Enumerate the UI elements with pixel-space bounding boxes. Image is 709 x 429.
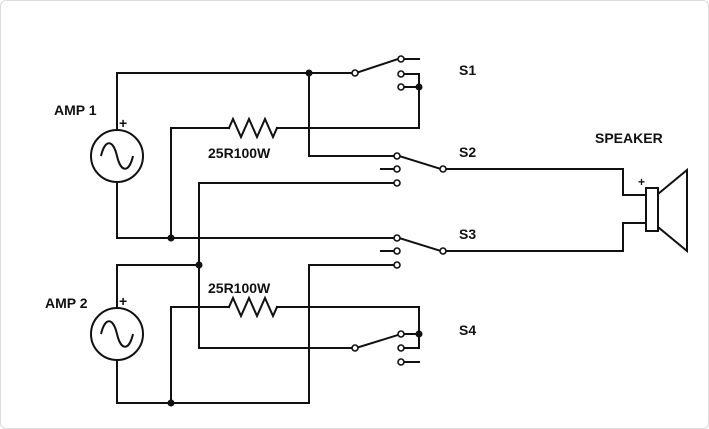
resistor-2: [227, 295, 279, 319]
amp-2-plus-sign: +: [119, 293, 127, 309]
amp-2-label: AMP 2: [45, 295, 88, 311]
amp-1-plus-sign: +: [119, 115, 127, 131]
junction-dots: [167, 69, 423, 407]
switch-s1: [351, 55, 405, 91]
speaker: [622, 167, 688, 254]
resistor-1: [227, 116, 279, 140]
amp-1: [90, 129, 144, 183]
amp-1-label: AMP 1: [54, 102, 97, 118]
switch-s4-label: S4: [459, 322, 476, 338]
speaker-cone-icon: [657, 167, 688, 254]
speaker-magnet: [645, 187, 659, 232]
switch-s1-label: S1: [459, 62, 476, 78]
switch-s2-label: S2: [459, 144, 476, 160]
resistor-2-label: 25R100W: [208, 280, 271, 296]
switch-s3-label: S3: [459, 226, 476, 242]
amp-2-sine-icon: [100, 320, 134, 348]
switch-s3: [380, 234, 624, 269]
switch-s2: [380, 152, 624, 187]
amp-1-sine-icon: [100, 142, 134, 170]
amp-2: [90, 307, 144, 361]
resistor-1-label: 25R100W: [208, 145, 271, 161]
speaker-label: SPEAKER: [595, 130, 663, 146]
switch-s4: [351, 330, 405, 366]
wires-amp-2: [116, 182, 420, 404]
speaker-plus-sign: +: [638, 175, 645, 189]
